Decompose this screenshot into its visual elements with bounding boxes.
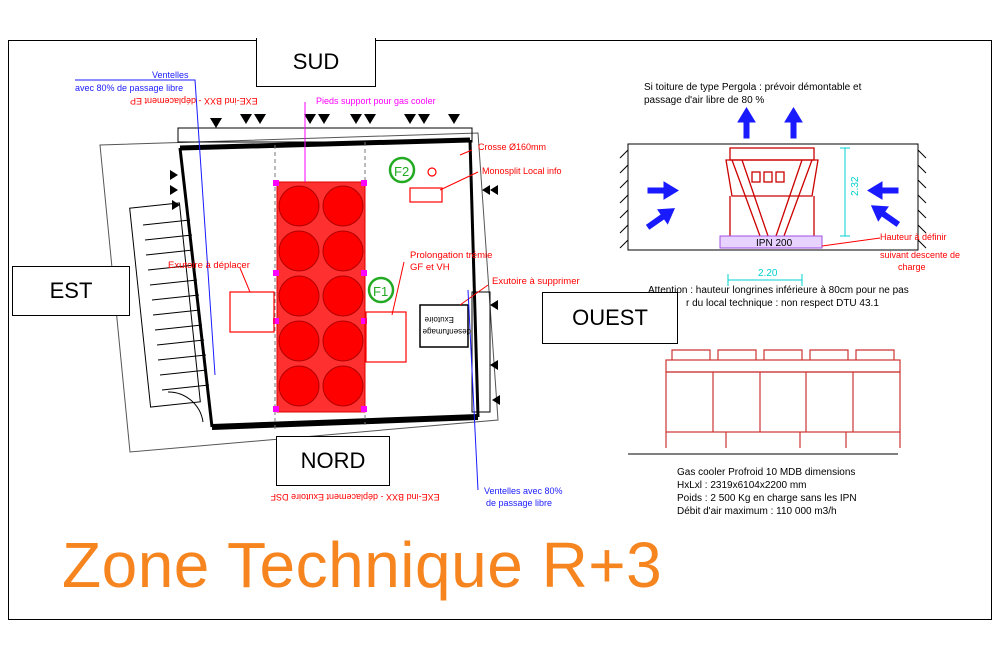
spec-line-2: HxLxl : 2319x6104x2200 mm: [677, 480, 807, 491]
spec-block: Gas cooler Profroid 10 MDB dimensions Hx…: [677, 467, 857, 517]
cooler-side-view: [628, 349, 901, 455]
ventelles-bottom-1: Ventelles avec 80%: [484, 486, 563, 496]
west-louvre: [471, 291, 491, 413]
compass-sud: SUD: [256, 38, 376, 87]
pieds-support-label: Pieds support pour gas cooler: [316, 96, 436, 106]
f2-marker: [388, 156, 416, 184]
cooler-elevation: [725, 147, 819, 237]
compass-est: EST: [12, 266, 130, 316]
floor-plan: [75, 79, 500, 491]
plan-annotations: Ventelles avec 80% de passage libre EXE-…: [75, 70, 580, 508]
wall-east: [178, 147, 214, 428]
hauteur-note-2: suivant descente de: [880, 250, 960, 260]
height-dim-label: 2.32: [850, 176, 861, 196]
width-dim-label: 2.20: [758, 268, 778, 279]
ipn-beam: [719, 235, 823, 249]
compass-ouest: OUEST: [542, 292, 678, 344]
arrow-right-1: [647, 181, 679, 200]
stairs: [129, 202, 201, 408]
spec-line-1: Gas cooler Profroid 10 MDB dimensions: [677, 467, 855, 478]
mirrored-note-bottom: EXE-ind BXX - déplacement Exutoire DSF: [270, 492, 440, 502]
arrow-diag-right: [645, 208, 676, 230]
gas-cooler-fans: [278, 185, 364, 407]
louvre-triangles-east: [170, 170, 180, 210]
monosplit-label: Monosplit Local info: [482, 166, 562, 176]
drawing-frame: [8, 40, 992, 620]
elevation-annotations: Si toiture de type Pergola : prévoir dém…: [644, 82, 960, 309]
hauteur-note-3: charge: [898, 262, 926, 272]
prolongation-label-2: GF et VH: [410, 262, 450, 273]
airflow-arrows: [645, 107, 901, 230]
spec-line-4: Débit d'air maximum : 110 000 m3/h: [677, 506, 837, 517]
monosplit-unit: [409, 187, 443, 203]
louvre-triangles-top: [210, 114, 460, 128]
arrow-diag-left: [870, 205, 901, 227]
attention-note-1: Attention : hauteur longrines inférieure…: [648, 285, 909, 296]
red-leader-lines: [239, 149, 489, 316]
arrow-up-1: [737, 107, 756, 139]
prolongation-label-1: Prolongation trémie: [410, 250, 492, 261]
wall-north: [211, 414, 479, 430]
elevation-view: [619, 107, 927, 286]
ventelles-bottom-2: de passage libre: [486, 498, 552, 508]
wall-west: [468, 139, 480, 418]
door-swing: [167, 391, 204, 423]
f2-label: F2: [394, 164, 409, 179]
spec-line-3: Poids : 2 500 Kg en charge sans les IPN: [677, 493, 857, 504]
louvre-band-top: [177, 127, 473, 143]
page-title: Zone Technique R+3: [62, 529, 663, 601]
attention-note-2: r du local technique : non respect DTU 4…: [686, 298, 879, 309]
exutoire-deplacer-box: [229, 291, 275, 333]
crosse-label: Crosse Ø160mm: [478, 142, 546, 152]
exutoire-desenfumage-label-1: Exutoire: [424, 315, 454, 324]
exutoire-desenfumage-box: [419, 304, 469, 348]
tremie-box: [365, 311, 407, 363]
pergola-note-1: Si toiture de type Pergola : prévoir dém…: [644, 82, 862, 93]
exutoire-desenfumage-label-2: desenfumage: [422, 327, 471, 336]
support-feet: [273, 180, 367, 412]
plan-outline: [99, 132, 499, 453]
hatch-right: [917, 149, 927, 249]
hatch-left: [619, 149, 629, 249]
ventelles-top-2: avec 80% de passage libre: [75, 83, 183, 93]
stair-steps: [142, 219, 210, 391]
exutoire-supprimer-label: Exutoire à supprimer: [492, 276, 580, 287]
exutoire-deplacer-label: Exutoire à déplacer: [168, 260, 250, 271]
arrow-up-2: [784, 107, 803, 139]
wall-south: [179, 137, 471, 151]
hauteur-note-1: Hauteur à définir: [880, 232, 947, 242]
pergola-note-2: passage d'air libre de 80 %: [644, 95, 764, 106]
louvre-triangles-west: [482, 185, 500, 405]
blue-leader-lines: [75, 79, 479, 491]
hauteur-leader: [821, 237, 881, 247]
compass-nord: NORD: [276, 436, 390, 486]
ipn-label: IPN 200: [756, 238, 793, 249]
mirrored-note-top: EXE-ind BXX - déplacement EP: [130, 96, 258, 106]
elevation-box: [627, 143, 919, 251]
f1-marker: [367, 276, 395, 304]
cooler-fans-side: [665, 349, 901, 448]
crosse-pipe: [427, 167, 437, 177]
arrow-left-1: [867, 181, 899, 200]
f1-label: F1: [373, 284, 388, 299]
ventelles-top-1: Ventelles: [152, 70, 189, 80]
